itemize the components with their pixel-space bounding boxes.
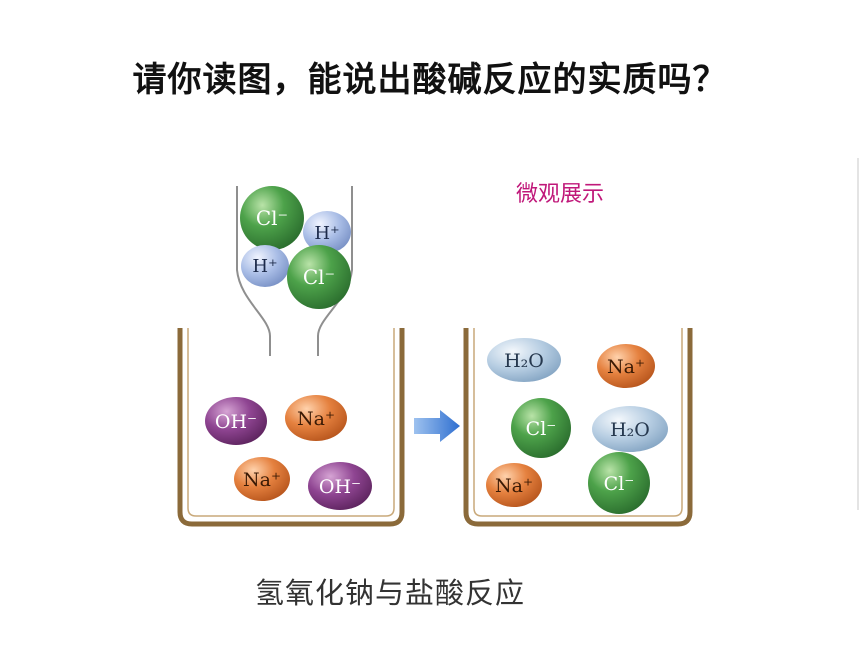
molecule-water-1: H₂O — [487, 338, 561, 382]
svg-text:Na⁺: Na⁺ — [607, 356, 645, 378]
right-beaker — [463, 328, 693, 527]
figure-caption: 氢氧化钠与盐酸反应 — [255, 576, 526, 610]
ion-na-3: Na⁺ — [597, 344, 655, 388]
svg-text:Cl⁻: Cl⁻ — [303, 265, 335, 289]
left-beaker — [177, 328, 405, 527]
svg-text:H⁺: H⁺ — [314, 223, 339, 244]
ion-oh-2: OH⁻ — [308, 462, 372, 510]
ion-na-4: Na⁺ — [486, 463, 542, 507]
svg-text:OH⁻: OH⁻ — [215, 411, 257, 433]
reaction-arrow — [414, 410, 460, 442]
ion-h-2: H⁺ — [241, 245, 289, 287]
ion-cl-4: Cl⁻ — [588, 452, 650, 514]
svg-text:H₂O: H₂O — [610, 419, 650, 441]
ion-na-1: Na⁺ — [285, 395, 347, 441]
divider-line — [857, 158, 859, 510]
ion-cl-1: Cl⁻ — [240, 186, 304, 250]
svg-text:H₂O: H₂O — [504, 350, 544, 372]
svg-text:Cl⁻: Cl⁻ — [526, 418, 557, 440]
ion-h-1: H⁺ — [303, 211, 351, 253]
ion-cl-2: Cl⁻ — [287, 245, 351, 309]
ion-na-2: Na⁺ — [234, 457, 290, 501]
svg-text:Cl⁻: Cl⁻ — [604, 473, 635, 495]
svg-text:Na⁺: Na⁺ — [243, 469, 281, 491]
slide-title: 请你读图，能说出酸碱反应的实质吗？ — [132, 60, 728, 100]
dropper-outline — [236, 186, 353, 356]
svg-text:Na⁺: Na⁺ — [297, 408, 335, 430]
svg-text:Na⁺: Na⁺ — [495, 475, 533, 497]
ion-cl-3: Cl⁻ — [511, 398, 571, 458]
svg-text:Cl⁻: Cl⁻ — [256, 206, 288, 230]
svg-text:OH⁻: OH⁻ — [319, 476, 361, 498]
svg-text:H⁺: H⁺ — [252, 256, 277, 277]
molecule-water-2: H₂O — [592, 406, 668, 452]
ion-oh-1: OH⁻ — [205, 397, 267, 445]
micro-view-label: 微观展示 — [516, 182, 605, 207]
